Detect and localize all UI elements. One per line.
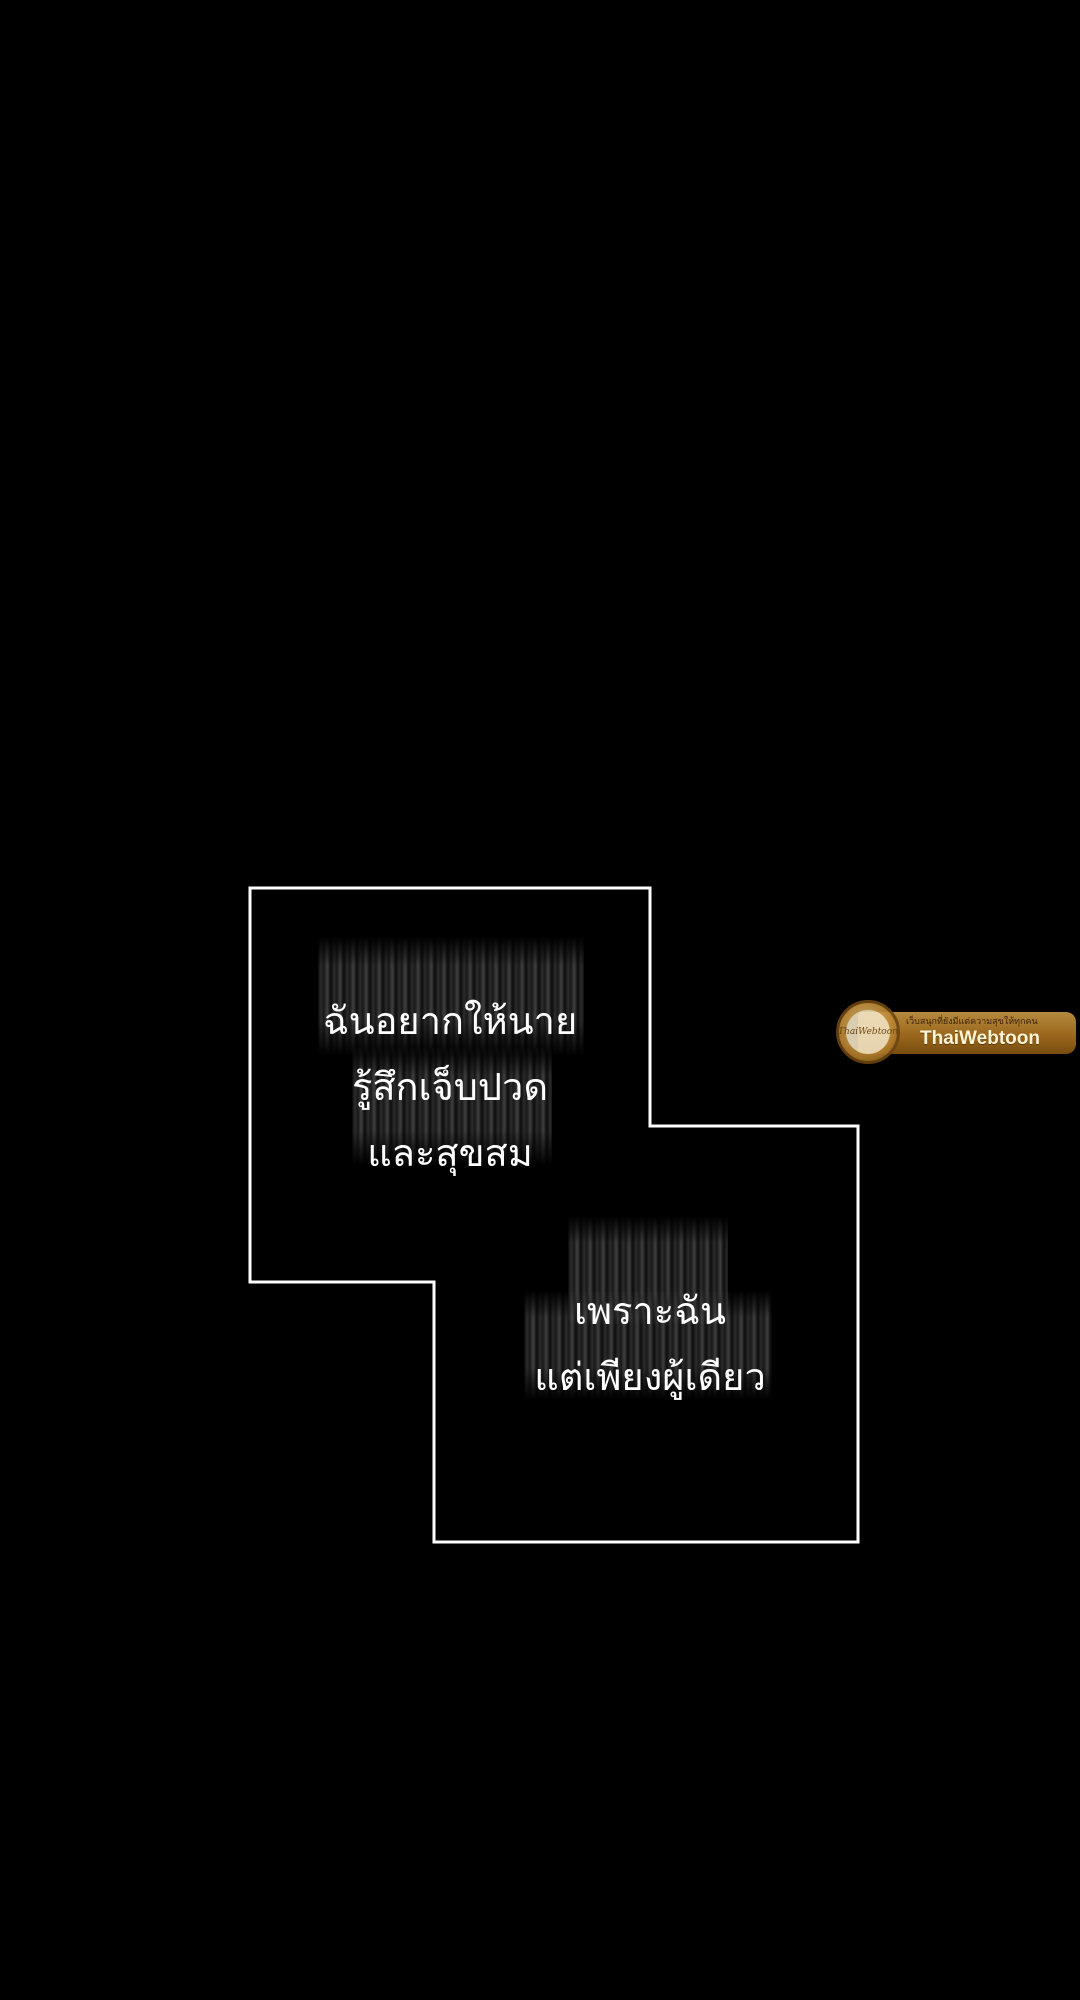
caption-box-second: เพราะฉัน แต่เพียงผู้เดียว: [510, 1278, 790, 1410]
watermark-logo-icon: ThaiWebtoon: [836, 1000, 900, 1064]
panel-outline: [248, 886, 860, 1544]
glitch-streaks: [318, 936, 584, 1056]
watermark-tagline: เว็บสนุกที่ยังมีแต่ความสุขให้ทุกคน: [906, 1017, 1038, 1027]
site-watermark: ThaiWebtoon เว็บสนุกที่ยังมีแต่ความสุขให…: [836, 998, 1076, 1068]
caption-box-first: ฉันอยากให้นาย รู้สึกเจ็บปวด และสุขสม: [300, 988, 600, 1186]
panel-outline-path: [248, 886, 860, 1544]
caption-line: แต่เพียงผู้เดียว: [534, 1355, 766, 1399]
glitch-streaks: [352, 1046, 552, 1166]
caption-line: และสุขสม: [367, 1131, 533, 1175]
glitch-streaks: [524, 1290, 772, 1400]
caption-line: เพราะฉัน: [573, 1289, 727, 1333]
speech-panel-frame: [248, 886, 862, 1546]
watermark-brand: ThaiWebtoon: [920, 1028, 1040, 1049]
watermark-logo-text: ThaiWebtoon: [838, 1010, 898, 1054]
caption-line: ฉันอยากให้นาย: [322, 999, 578, 1043]
glitch-streaks: [568, 1216, 728, 1326]
caption-line: รู้สึกเจ็บปวด: [351, 1065, 549, 1109]
